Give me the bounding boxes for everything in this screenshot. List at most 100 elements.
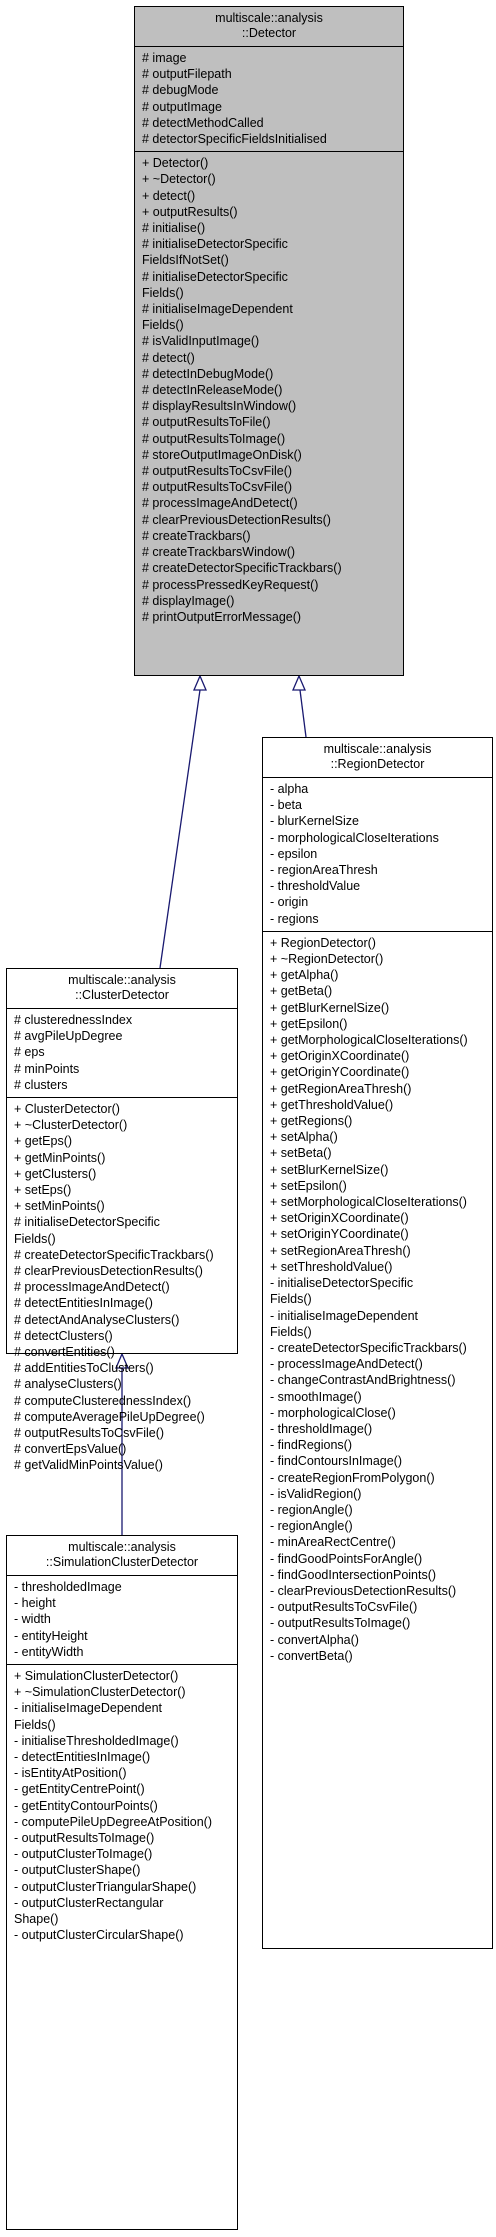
region-detector-class-title: multiscale::analysis ::RegionDetector — [323, 742, 432, 771]
method-item: + getBeta() — [270, 984, 333, 999]
method-item: + setOriginXCoordinate() — [270, 1211, 409, 1226]
method-item: + getRegions() — [270, 1114, 353, 1129]
simulation-cluster-detector-methods: + SimulationClusterDetector()+ ~Simulati… — [7, 1664, 237, 1947]
attribute-item: - alpha — [270, 782, 309, 796]
region-to-detector-edge — [299, 689, 307, 738]
method-item: + RegionDetector() — [270, 935, 376, 950]
method-item: + setOriginYCoordinate() — [270, 1227, 409, 1242]
method-item: # outputResultsToImage() — [142, 431, 286, 446]
method-item: # processImageAndDetect() — [142, 496, 298, 511]
method-item: Shape() — [14, 1912, 59, 1927]
method-item: + getMorphologicalCloseIterations() — [270, 1033, 468, 1048]
attribute-item: - entityHeight — [14, 1628, 88, 1643]
attribute-item: # image — [142, 51, 187, 65]
method-item: # outputResultsToCsvFile() — [142, 480, 293, 495]
method-item: - processImageAndDetect() — [270, 1357, 423, 1372]
method-item: - outputResultsToImage() — [14, 1831, 155, 1846]
attribute-item: # outputImage — [142, 99, 222, 114]
method-item: FieldsIfNotSet() — [142, 253, 229, 268]
method-item: + setAlpha() — [270, 1130, 338, 1145]
method-item: - outputClusterRectangular — [14, 1895, 164, 1910]
simulation-cluster-detector-class-box[interactable]: multiscale::analysis ::SimulationCluster… — [6, 1535, 238, 2230]
method-item: + getClusters() — [14, 1166, 97, 1181]
method-item: - detectEntitiesInImage() — [14, 1750, 151, 1765]
detector-attributes: # image# outputFilepath# debugMode# outp… — [135, 46, 403, 151]
attribute-item: # debugMode — [142, 83, 219, 98]
method-item: + getThresholdValue() — [270, 1097, 394, 1112]
method-item: - clearPreviousDetectionResults() — [270, 1583, 457, 1598]
method-item: # outputResultsToCsvFile() — [14, 1426, 165, 1441]
attribute-item: # clusterednessIndex — [14, 1013, 133, 1027]
method-item: # initialiseDetectorSpecific — [142, 237, 288, 252]
attribute-item: - beta — [270, 798, 302, 813]
method-item: - findGoodIntersectionPoints() — [270, 1567, 437, 1582]
cluster-detector-class-title: multiscale::analysis ::ClusterDetector — [68, 973, 176, 1002]
method-item: + Detector() — [142, 156, 209, 171]
method-item: + ~Detector() — [142, 172, 216, 187]
method-item: # computeClusterednessIndex() — [14, 1393, 192, 1408]
method-item: + getOriginXCoordinate() — [270, 1049, 410, 1064]
method-item: # clearPreviousDetectionResults() — [142, 512, 331, 527]
method-item: - outputClusterTriangularShape() — [14, 1879, 197, 1894]
method-item: - outputClusterToImage() — [14, 1847, 153, 1862]
method-item: # createTrackbars() — [142, 528, 251, 543]
method-item: Fields() — [142, 285, 184, 300]
method-item: Fields() — [270, 1292, 312, 1307]
method-item: + getRegionAreaThresh() — [270, 1081, 412, 1096]
method-item: - regionAngle() — [270, 1502, 353, 1517]
method-item: + getAlpha() — [270, 968, 339, 983]
method-item: # detectClusters() — [14, 1328, 113, 1343]
method-item: + getMinPoints() — [14, 1150, 106, 1165]
method-item: - isValidRegion() — [270, 1486, 362, 1501]
method-item: - thresholdImage() — [270, 1421, 373, 1436]
method-item: + ~RegionDetector() — [270, 952, 384, 967]
method-item: + getBlurKernelSize() — [270, 1000, 390, 1015]
method-item: + ~ClusterDetector() — [14, 1118, 128, 1133]
method-item: - findContoursInImage() — [270, 1454, 403, 1469]
attribute-item: - blurKernelSize — [270, 814, 359, 829]
attribute-item: - regionAreaThresh — [270, 863, 378, 878]
method-item: Fields() — [14, 1717, 56, 1732]
attribute-item: - thresholdValue — [270, 879, 361, 894]
method-item: - morphologicalClose() — [270, 1405, 396, 1420]
method-item: # createTrackbarsWindow() — [142, 545, 296, 560]
method-item: # outputResultsToFile() — [142, 415, 271, 430]
cluster-detector-class-box[interactable]: multiscale::analysis ::ClusterDetector #… — [6, 968, 238, 1472]
method-item: # initialiseDetectorSpecific — [142, 269, 288, 284]
attribute-item: - epsilon — [270, 846, 318, 861]
method-item: # addEntitiesToClusters() — [14, 1361, 154, 1376]
cluster-detector-methods: + ClusterDetector()+ ~ClusterDetector()+… — [7, 1097, 237, 1478]
method-item: - minAreaRectCentre() — [270, 1535, 396, 1550]
method-item: - getEntityContourPoints() — [14, 1798, 158, 1813]
method-item: # clearPreviousDetectionResults() — [14, 1264, 203, 1279]
method-item: # convertEpsValue() — [14, 1442, 127, 1457]
method-item: # initialiseDetectorSpecific — [14, 1215, 160, 1230]
method-item: + outputResults() — [142, 204, 238, 219]
detector-class-title: multiscale::analysis ::Detector — [215, 11, 323, 40]
method-item: + ~SimulationClusterDetector() — [14, 1685, 186, 1700]
region-inherits-arrowhead — [292, 674, 306, 691]
method-item: - initialiseDetectorSpecific — [270, 1276, 414, 1291]
region-detector-class-box[interactable]: multiscale::analysis ::RegionDetector - … — [262, 737, 493, 1949]
cluster-inherits-arrowhead — [193, 674, 207, 691]
method-item: - regionAngle() — [270, 1519, 353, 1534]
method-item: # createDetectorSpecificTrackbars() — [14, 1247, 214, 1262]
detector-class-box[interactable]: multiscale::analysis ::Detector # image#… — [134, 6, 404, 676]
method-item: # analyseClusters() — [14, 1377, 122, 1392]
attribute-item: - width — [14, 1612, 51, 1627]
method-item: # displayResultsInWindow() — [142, 399, 297, 414]
method-item: - outputClusterShape() — [14, 1863, 141, 1878]
method-item: Fields() — [270, 1324, 312, 1339]
method-item: + getEpsilon() — [270, 1016, 348, 1031]
method-item: # storeOutputImageOnDisk() — [142, 447, 302, 462]
method-item: + setMinPoints() — [14, 1199, 105, 1214]
method-item: - initialiseImageDependent — [14, 1701, 163, 1716]
method-item: # displayImage() — [142, 593, 235, 608]
attribute-item: - entityWidth — [14, 1644, 84, 1659]
method-item: + getEps() — [14, 1134, 73, 1149]
attribute-item: - regions — [270, 911, 319, 926]
attribute-item: - thresholdedImage — [14, 1580, 122, 1594]
simulation-cluster-detector-attributes: - thresholdedImage- height- width- entit… — [7, 1575, 237, 1664]
method-item: - getEntityCentrePoint() — [14, 1782, 145, 1797]
